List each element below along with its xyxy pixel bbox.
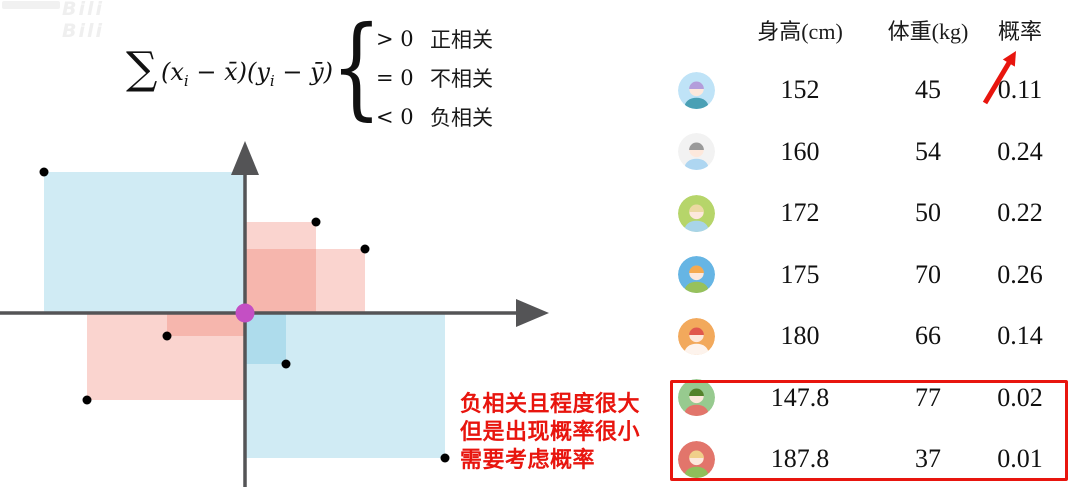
probability-value: 0.02 (997, 382, 1043, 412)
weight-value: 54 (915, 136, 941, 166)
probability-value: 0.24 (997, 136, 1043, 166)
data-point (440, 453, 450, 463)
header-probability: 概率 (997, 19, 1042, 44)
x-axis-arrowhead (516, 299, 549, 327)
avatar (660, 122, 732, 182)
watermark-blur (2, 1, 60, 9)
avatar (660, 245, 732, 305)
table-row: 147.8 77 0.02 (660, 368, 1075, 428)
data-point (311, 217, 321, 227)
person-icon (677, 440, 715, 478)
annotation-line: 但是出现概率很小 (460, 420, 641, 445)
red-arrow-shaft (982, 57, 1014, 105)
deviation-rect-pink (245, 249, 365, 313)
height-value: 175 (780, 259, 820, 289)
annotation-line: 负相关且程度很大 (460, 392, 641, 417)
weight-value: 70 (915, 259, 941, 289)
table-row: 175 70 0.26 (660, 245, 1075, 305)
data-point (82, 395, 92, 405)
data-point (281, 359, 291, 369)
avatar (660, 183, 732, 243)
case-label: 负相关 (430, 105, 493, 130)
header-weight: 体重(kg) (887, 19, 969, 44)
probability-value: 0.22 (997, 198, 1043, 227)
table-row: 180 66 0.14 (660, 306, 1075, 366)
case-condition: = 0 (376, 65, 414, 90)
probability-value: 0.01 (997, 444, 1043, 473)
height-value: 152 (780, 75, 820, 104)
highlight-box (670, 380, 1068, 481)
person-icon (677, 133, 715, 170)
case-positive: > 0 正相关 (376, 19, 493, 58)
weight-value: 37 (915, 444, 941, 473)
red-arrow-head (1002, 51, 1016, 67)
avatar (660, 429, 732, 489)
person-icon (677, 71, 715, 109)
person-icon (677, 194, 715, 232)
header-height: 身高(cm) (757, 19, 843, 44)
table-row: 160 54 0.24 (660, 122, 1075, 182)
table-row: 152 45 0.11 (660, 60, 1075, 120)
case-negative: < 0 负相关 (376, 97, 493, 136)
table-row: 187.8 37 0.01 (660, 429, 1075, 489)
height-value: 160 (780, 136, 820, 166)
sum-symbol: ∑ (126, 43, 158, 94)
bilibili-logo: Bili Bili (62, 0, 105, 42)
probability-value: 0.14 (997, 321, 1043, 350)
deviation-rect-pink (87, 313, 245, 400)
case-condition: < 0 (376, 104, 414, 129)
avatar (660, 368, 732, 428)
case-label: 不相关 (430, 66, 493, 91)
height-value: 180 (780, 321, 820, 350)
y-axis-arrowhead (231, 141, 259, 175)
probability-value: 0.11 (997, 75, 1043, 104)
table-row: 172 50 0.22 (660, 183, 1075, 243)
annotation-text: 负相关且程度很大 但是出现概率很小 需要考虑概率 (460, 391, 675, 475)
weight-value: 66 (915, 321, 941, 350)
person-icon (677, 317, 715, 355)
deviation-rect-pink (245, 222, 316, 313)
table-header-row: 身高(cm) 体重(kg) 概率 (660, 15, 1075, 49)
subscript-i: i (269, 71, 275, 90)
avatar (660, 306, 732, 366)
deviation-rect-blue (245, 313, 286, 364)
data-point (360, 244, 370, 254)
cases-list: > 0 正相关 = 0 不相关 < 0 负相关 (376, 19, 493, 136)
height-value: 172 (780, 198, 820, 227)
data-point (39, 167, 49, 177)
weight-value: 50 (915, 198, 941, 227)
data-point (162, 331, 172, 341)
avatar (660, 60, 732, 120)
deviation-rect-blue (245, 313, 445, 458)
deviation-rect-pink (167, 313, 245, 336)
height-weight-table: 身高(cm) 体重(kg) 概率 152 45 0.11 160 54 0.24 172 50… (660, 15, 1075, 493)
formula-expression: (xi − x̄)(yi − ȳ) (161, 58, 333, 90)
expr-part: − ȳ) (274, 58, 334, 86)
person-icon (677, 256, 715, 293)
person-icon (677, 379, 715, 416)
subscript-i: i (183, 71, 189, 90)
annotation-line: 需要考虑概率 (460, 448, 596, 473)
mean-point (235, 303, 255, 323)
case-zero: = 0 不相关 (376, 58, 493, 97)
expr-part: − x̄)(y (188, 58, 270, 86)
height-value: 187.8 (770, 444, 830, 473)
weight-value: 77 (915, 382, 941, 412)
deviation-rect-blue (44, 172, 245, 313)
probability-value: 0.26 (997, 259, 1043, 289)
weight-value: 45 (915, 75, 941, 104)
case-label: 正相关 (430, 27, 493, 52)
case-condition: > 0 (376, 26, 414, 51)
expr-part: (x (161, 58, 184, 86)
height-value: 147.8 (770, 382, 830, 412)
cases-brace: { (331, 3, 382, 133)
